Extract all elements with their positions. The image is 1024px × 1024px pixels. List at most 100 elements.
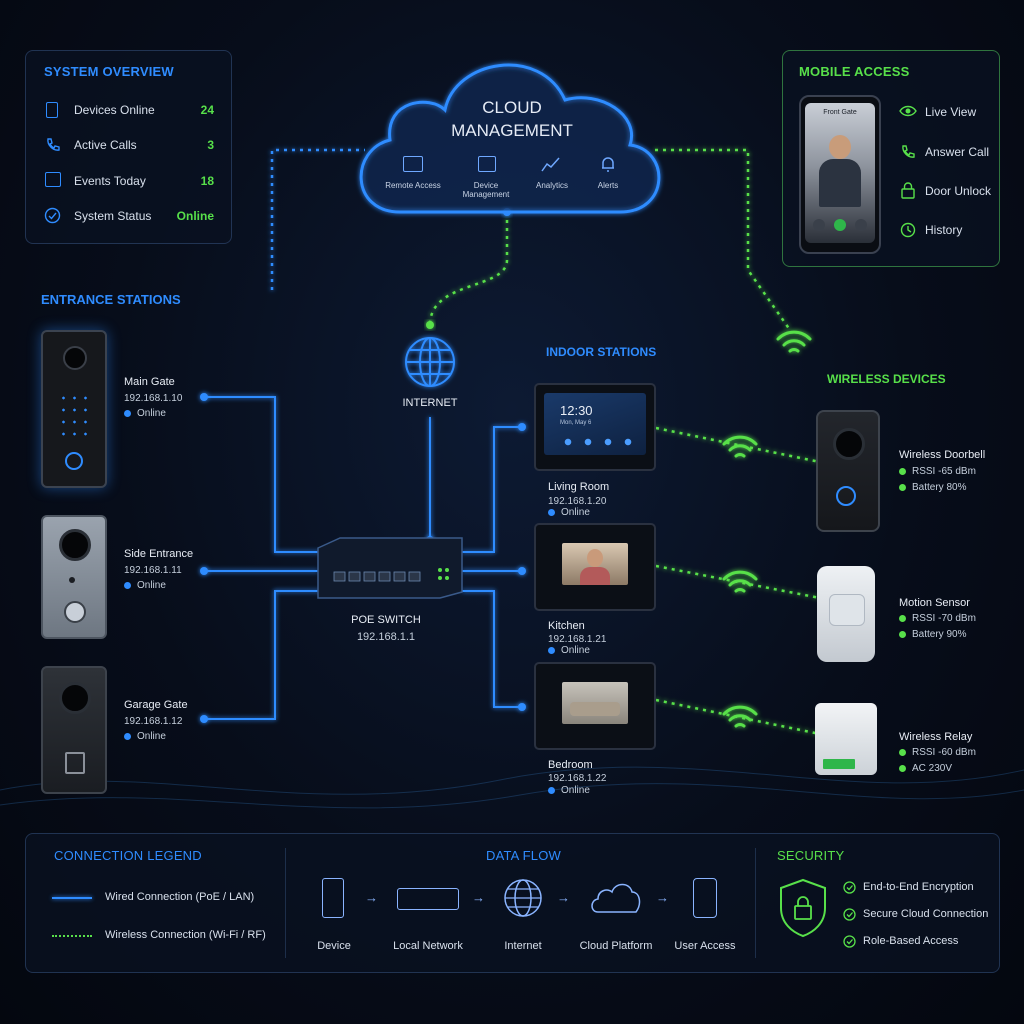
arrow-icon: → (557, 890, 570, 905)
cloud-icon (591, 883, 641, 913)
check-circle-icon (843, 881, 856, 894)
bell-icon (602, 157, 614, 172)
mobile-access-title: MOBILE ACCESS (799, 64, 910, 79)
keypad[interactable] (58, 392, 90, 440)
bedroom-ip: 192.168.1.22 (548, 773, 607, 784)
arrow-icon: → (365, 890, 378, 905)
legend-wireless-label: Wireless Connection (Wi-Fi / RF) (105, 929, 266, 941)
card-reader-icon[interactable] (65, 752, 85, 774)
device-icon (46, 102, 58, 118)
phone-screen: Front Gate (805, 103, 875, 243)
wireless-doorbell-rssi: RSSI -65 dBm (899, 466, 976, 477)
wire-garage-gate (204, 590, 320, 720)
side-entrance-status: Online (124, 580, 166, 591)
entrance-stations-title: ENTRANCE STATIONS (41, 292, 181, 307)
overview-value-events-today: 18 (200, 174, 214, 188)
main-gate-name: Main Gate (124, 376, 175, 388)
data-flow-step-internet: Internet (504, 940, 542, 952)
cloud-feature-analytics[interactable]: Analytics (535, 181, 568, 190)
data-flow-step-device: Device (317, 940, 351, 952)
cloud-shape (359, 63, 661, 214)
wireless-doorbell-device[interactable] (816, 410, 880, 532)
main-gate-station[interactable] (41, 330, 107, 488)
cloud-feature-alerts[interactable]: Alerts (597, 181, 619, 190)
globe-icon (405, 337, 455, 387)
kitchen-monitor[interactable] (534, 523, 656, 611)
living-room-ip: 192.168.1.20 (548, 496, 607, 507)
side-entrance-station[interactable] (41, 515, 107, 639)
device-icon (322, 878, 344, 918)
bedroom-name: Bedroom (548, 759, 593, 771)
device-management-icon (478, 156, 496, 172)
shield-lock-icon (780, 878, 826, 938)
wireless-doorbell-name: Wireless Doorbell (899, 449, 986, 461)
poe-switch-name: POE SWITCH (351, 614, 421, 626)
call-button[interactable] (836, 486, 856, 506)
overview-label-active-calls: Active Calls (74, 138, 137, 152)
cloud-feature-device-management[interactable]: Device Management (462, 181, 510, 199)
overview-label-system-status: System Status (74, 209, 152, 223)
visitor-body (819, 159, 861, 207)
wireless-relay-power: AC 230V (899, 763, 952, 774)
wire-living-room (462, 426, 522, 553)
answer-call-icon (902, 145, 915, 158)
unlock-button[interactable] (855, 219, 867, 231)
wire-bedroom (462, 590, 522, 708)
lock-icon (901, 182, 915, 199)
garage-gate-station[interactable] (41, 666, 107, 794)
monitor-date: Mon, May 6 (560, 420, 592, 426)
analytics-icon (541, 157, 560, 172)
overview-value-system-status: Online (176, 209, 214, 223)
kitchen-ip: 192.168.1.21 (548, 634, 607, 645)
mobile-action-live-view[interactable]: Live View (925, 105, 977, 119)
kitchen-video-feed (562, 543, 628, 585)
phone-icon (47, 138, 60, 151)
arrow-icon: → (472, 890, 485, 905)
monitor-app-icons[interactable] (558, 437, 638, 447)
wireless-relay-rssi: RSSI -60 dBm (899, 747, 976, 758)
poe-switch-ip: 192.168.1.1 (356, 631, 416, 643)
mobile-action-door-unlock[interactable]: Door Unlock (925, 184, 992, 198)
wireless-devices-title: WIRELESS DEVICES (827, 372, 946, 386)
phone-caption: Front Gate (823, 109, 857, 116)
security-title: SECURITY (777, 848, 845, 863)
terminal-block-icon (823, 759, 855, 769)
living-room-name: Living Room (548, 481, 610, 493)
call-button[interactable] (64, 601, 86, 623)
cloud-title-line2: MANAGEMENT (451, 121, 573, 140)
overview-value-devices-online: 24 (200, 103, 214, 117)
data-flow-step-user-access: User Access (674, 940, 736, 952)
check-circle-icon (843, 908, 856, 921)
check-circle-icon (44, 207, 61, 224)
camera-lens-icon (63, 346, 87, 370)
phone-mockup: Front Gate (799, 95, 881, 254)
motion-sensor-rssi: RSSI -70 dBm (899, 613, 976, 624)
monitor-icon (403, 156, 423, 172)
security-item-encryption: End-to-End Encryption (863, 881, 974, 893)
garage-gate-ip: 192.168.1.12 (124, 716, 183, 727)
cloud-title-line1: CLOUD (482, 98, 542, 117)
indoor-stations-title: INDOOR STATIONS (546, 345, 657, 359)
data-flow-step-local-network: Local Network (393, 940, 463, 952)
motion-sensor-device[interactable] (817, 566, 875, 662)
wireless-relay-device[interactable] (815, 703, 877, 775)
arrow-icon: → (656, 890, 669, 905)
call-button[interactable] (65, 452, 83, 470)
mobile-action-history[interactable]: History (925, 223, 963, 237)
bedroom-monitor[interactable] (534, 662, 656, 750)
mute-button[interactable] (813, 219, 825, 231)
answer-button[interactable] (834, 219, 846, 231)
cloud-feature-remote-access[interactable]: Remote Access (385, 181, 441, 190)
wire-main-gate (204, 396, 320, 553)
motion-sensor-name: Motion Sensor (899, 597, 970, 609)
wired-line-swatch (52, 897, 92, 899)
security-item-secure-cloud: Secure Cloud Connection (863, 908, 989, 920)
garage-gate-status: Online (124, 731, 166, 742)
bedroom-status: Online (548, 785, 590, 796)
data-flow-title: DATA FLOW (486, 848, 561, 863)
living-room-monitor[interactable]: 12:30 Mon, May 6 (534, 383, 656, 471)
calendar-icon (45, 172, 61, 187)
wireless-relay-name: Wireless Relay (899, 731, 973, 743)
mobile-action-answer-call[interactable]: Answer Call (925, 145, 990, 159)
